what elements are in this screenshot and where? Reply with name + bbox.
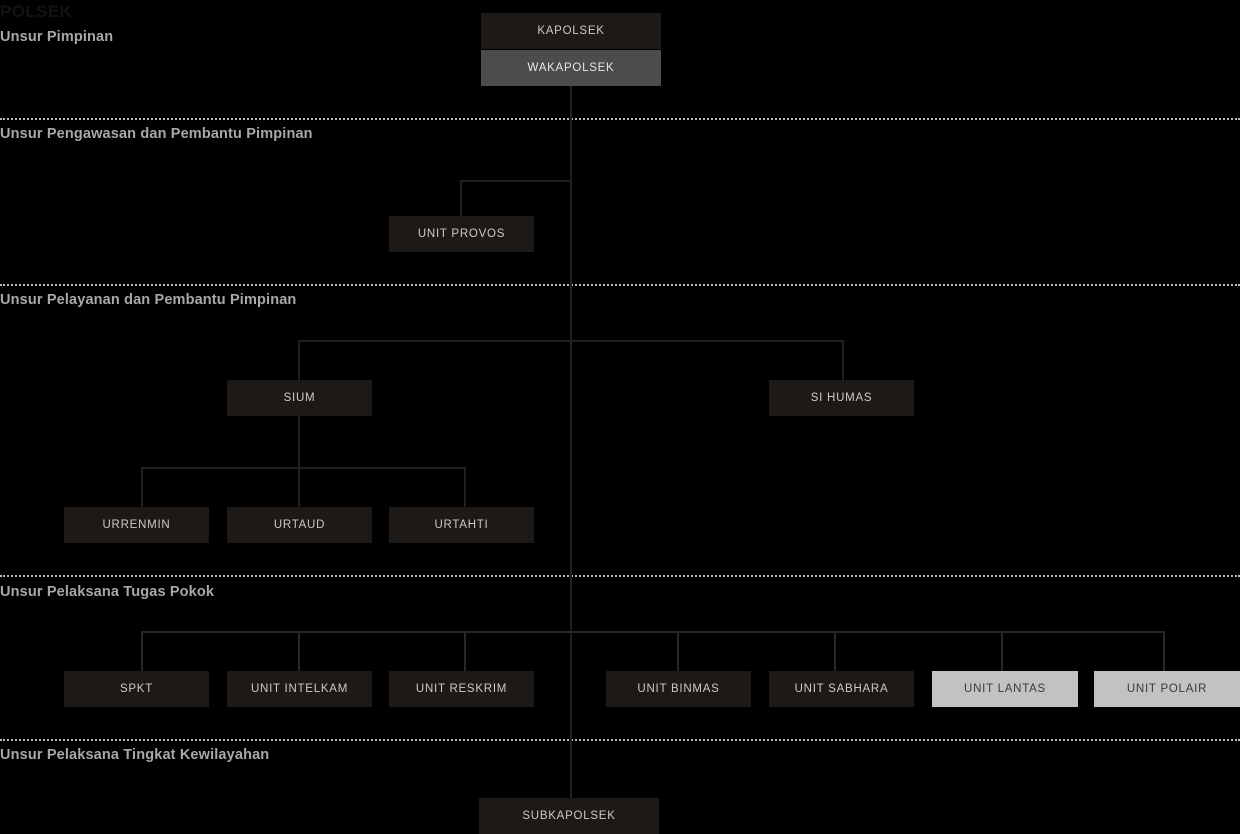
node-unit-binmas-label: UNIT BINMAS	[637, 683, 720, 695]
node-kapolsek[interactable]: KAPOLSEK	[481, 13, 661, 49]
node-unit-polair[interactable]: UNIT POLAIR	[1094, 671, 1240, 707]
node-sium[interactable]: SIUM	[227, 380, 372, 416]
node-urtahti-label: URTAHTI	[434, 519, 489, 531]
node-unit-provos-label: UNIT PROVOS	[417, 228, 506, 240]
node-unit-intelkam[interactable]: UNIT INTELKAM	[227, 671, 372, 707]
connector-urtaud-drop	[298, 467, 300, 508]
section-divider-3	[0, 575, 1240, 577]
section-label-unsur-pengawasan: Unsur Pengawasan dan Pembantu Pimpinan	[0, 126, 313, 142]
node-spkt-label: SPKT	[119, 683, 154, 695]
node-unit-binmas[interactable]: UNIT BINMAS	[606, 671, 751, 707]
node-unit-sabhara[interactable]: UNIT SABHARA	[769, 671, 914, 707]
connector-intelkam-drop	[298, 631, 300, 672]
connector-binmas-drop	[677, 631, 679, 672]
connector-urrenmin-drop	[141, 467, 143, 508]
node-subkapolsek[interactable]: SUBKAPOLSEK	[479, 798, 659, 834]
node-unit-polair-label: UNIT POLAIR	[1126, 683, 1208, 695]
section-label-unsur-pimpinan: Unsur Pimpinan	[0, 29, 114, 45]
connector-reskrim-drop	[464, 631, 466, 672]
node-subkapolsek-label: SUBKAPOLSEK	[522, 810, 616, 822]
section-divider-2	[0, 284, 1240, 286]
section-label-unsur-pelayanan: Unsur Pelayanan dan Pembantu Pimpinan	[0, 292, 297, 308]
page-title: POLSEK	[0, 2, 73, 21]
node-urtahti[interactable]: URTAHTI	[389, 507, 534, 543]
connector-provos-horizontal	[460, 180, 572, 182]
connector-sabhara-drop	[834, 631, 836, 672]
node-spkt[interactable]: SPKT	[64, 671, 209, 707]
connector-provos-vertical	[460, 180, 462, 217]
node-unit-lantas-label: UNIT LANTAS	[964, 683, 1046, 695]
section-divider-4	[0, 739, 1240, 741]
connector-sium-stem	[298, 416, 300, 468]
node-unit-reskrim-label: UNIT RESKRIM	[415, 683, 508, 695]
node-kapolsek-label: KAPOLSEK	[537, 25, 605, 37]
node-urtaud[interactable]: URTAUD	[227, 507, 372, 543]
section-label-unsur-pelaksana-tugas-pokok: Unsur Pelaksana Tugas Pokok	[0, 584, 215, 600]
node-unit-intelkam-label: UNIT INTELKAM	[250, 683, 349, 695]
connector-urtahti-drop	[464, 467, 466, 508]
node-urrenmin[interactable]: URRENMIN	[64, 507, 209, 543]
node-unit-reskrim[interactable]: UNIT RESKRIM	[389, 671, 534, 707]
node-unit-provos[interactable]: UNIT PROVOS	[389, 216, 534, 252]
connector-pelaksana-bus	[141, 631, 1164, 633]
section-divider-1	[0, 118, 1240, 120]
connector-sium-drop	[298, 340, 300, 381]
node-wakapolsek-label: WAKAPOLSEK	[527, 62, 615, 74]
connector-sihumas-drop	[842, 340, 844, 381]
connector-spkt-drop	[141, 631, 143, 672]
connector-main-trunk	[570, 86, 572, 798]
connector-urusan-bus	[141, 467, 466, 469]
node-urtaud-label: URTAUD	[273, 519, 326, 531]
node-si-humas[interactable]: SI HUMAS	[769, 380, 914, 416]
connector-sium-humas-bus	[298, 340, 844, 342]
connector-polair-drop	[1163, 631, 1165, 672]
node-sium-label: SIUM	[283, 392, 316, 404]
node-si-humas-label: SI HUMAS	[810, 392, 873, 404]
node-urrenmin-label: URRENMIN	[102, 519, 171, 531]
node-unit-lantas[interactable]: UNIT LANTAS	[932, 671, 1078, 707]
connector-lantas-drop	[1001, 631, 1003, 672]
section-label-unsur-pelaksana-kewilayahan: Unsur Pelaksana Tingkat Kewilayahan	[0, 747, 270, 763]
node-wakapolsek[interactable]: WAKAPOLSEK	[481, 50, 661, 86]
node-unit-sabhara-label: UNIT SABHARA	[794, 683, 889, 695]
